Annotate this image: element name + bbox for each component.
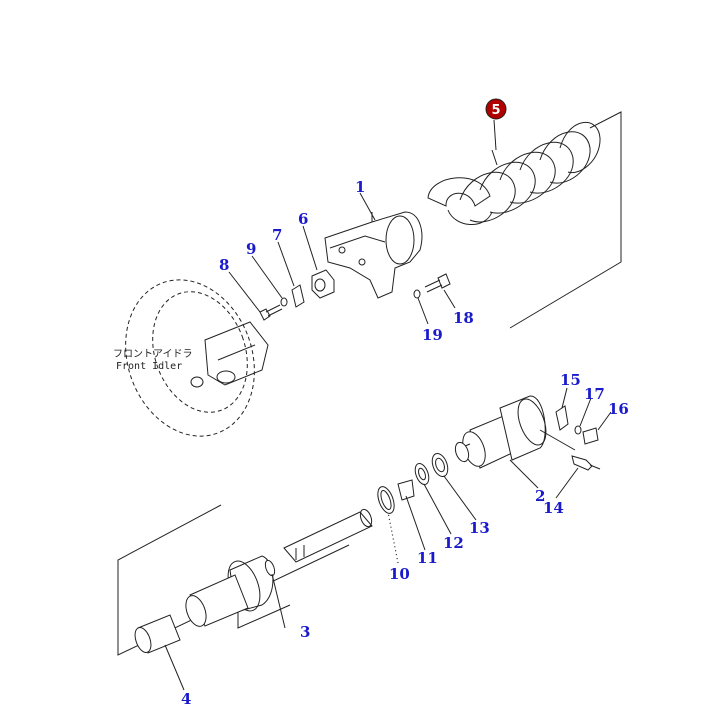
bolt-8 (259, 304, 283, 321)
callout-14: 14 (543, 499, 564, 517)
cylinder-body (454, 395, 576, 469)
callout-15: 15 (560, 371, 581, 389)
lock-plate (291, 284, 305, 308)
callout-19: 19 (422, 326, 443, 344)
callout-17: 17 (584, 385, 605, 403)
svg-text:Front Idler: Front Idler (116, 361, 182, 372)
valve-bracket-15 (555, 405, 569, 431)
piston-rod (185, 508, 373, 629)
ring-11 (397, 479, 415, 501)
callout-12: 12 (443, 534, 464, 552)
leader-lines (164, 119, 612, 691)
bolt-18 (424, 273, 451, 293)
bushing-4 (134, 614, 181, 654)
nut-part (311, 269, 335, 299)
callout-4: 4 (181, 690, 191, 708)
callout-labels: 1 6 7 9 8 18 19 15 17 16 2 14 13 12 11 1… (181, 178, 629, 708)
recoil-spring (427, 122, 601, 225)
washer-17 (574, 425, 582, 435)
callout-2: 2 (535, 487, 545, 505)
front-idler-label: フロントアイドラ Front Idler (113, 348, 193, 372)
callout-11: 11 (417, 549, 438, 567)
svg-text:5: 5 (491, 103, 500, 118)
grease-valve-14 (571, 455, 601, 471)
callout-16: 16 (608, 400, 629, 418)
callout-18: 18 (453, 309, 474, 327)
ring-12 (414, 462, 430, 486)
callout-9: 9 (246, 240, 256, 258)
washer-19 (413, 289, 421, 299)
washer-9 (280, 297, 288, 307)
callout-6: 6 (298, 210, 308, 228)
callout-3: 3 (300, 623, 310, 641)
callout-1: 1 (355, 178, 365, 196)
bolt-16 (582, 427, 599, 445)
callout-8: 8 (219, 256, 229, 274)
svg-text:フロントアイドラ: フロントアイドラ (113, 348, 193, 360)
frame-lines (117, 111, 622, 656)
seal-10 (377, 486, 395, 514)
callout-13: 13 (469, 519, 490, 537)
spring-badge: 5 (485, 98, 507, 120)
front-idler-outline (125, 279, 269, 437)
callout-10: 10 (389, 565, 410, 583)
ring-13 (431, 452, 449, 478)
yoke-bracket (324, 211, 423, 299)
callout-7: 7 (272, 226, 282, 244)
